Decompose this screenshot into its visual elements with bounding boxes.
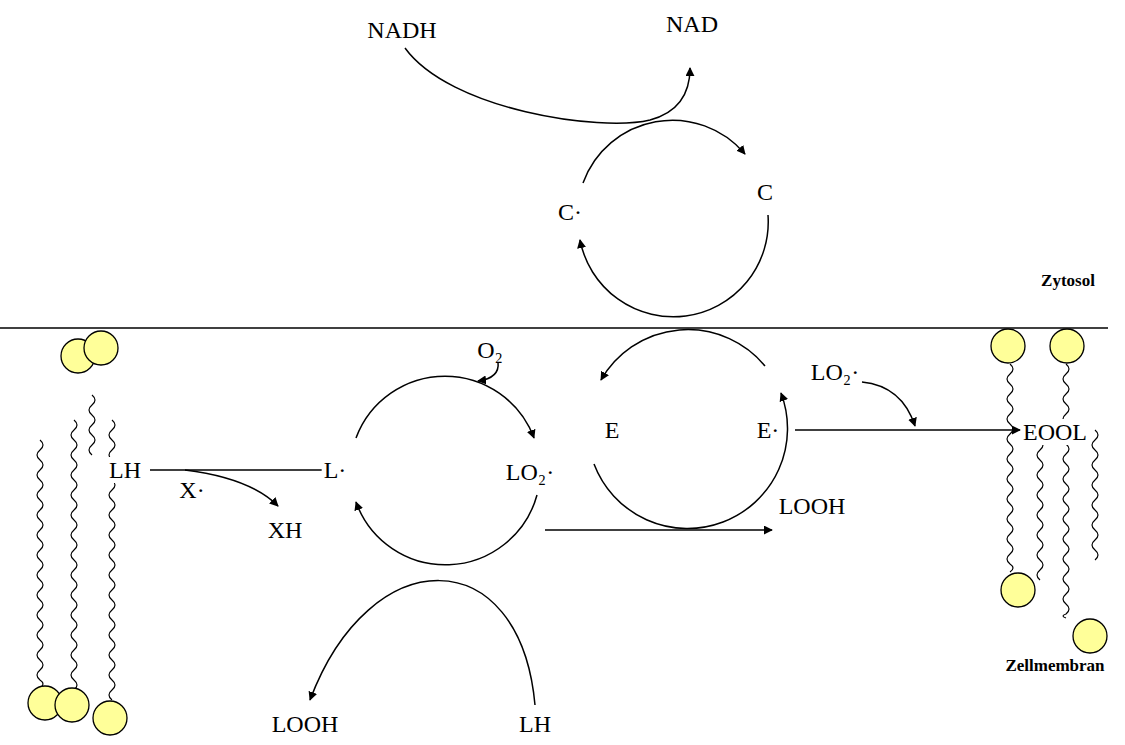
cycle-arc [594, 393, 788, 529]
species-label: O₂ [475, 337, 505, 363]
species-label: LOOH [270, 711, 341, 737]
region-label: Zellmembran [1003, 656, 1106, 675]
cycle-arc [601, 330, 765, 380]
species-label: E [603, 417, 622, 443]
lipid-tail [37, 440, 43, 688]
lipid-tail [89, 395, 95, 455]
species-label: LH [107, 457, 143, 483]
species-label: L· [322, 457, 349, 483]
species-label: LOOH [777, 493, 848, 519]
lipid-tail [1063, 364, 1069, 618]
species-label: NADH [365, 17, 438, 43]
lipid-tails [37, 364, 1098, 700]
reaction-arrow [545, 529, 772, 531]
reaction-curve [405, 48, 690, 123]
reaction-curve [478, 362, 498, 381]
lipid-heads [28, 329, 1107, 735]
species-label: EOOL [1021, 419, 1089, 445]
cycle-arc [356, 376, 534, 438]
species-label: C [755, 179, 775, 205]
species-label: LO₂· [504, 459, 556, 485]
membrane-boundary [0, 327, 1108, 329]
reaction-curve [862, 382, 915, 426]
reaction-arrow [150, 469, 335, 471]
species-label: LH [517, 711, 553, 737]
cycle-arc [356, 495, 537, 565]
reaction-curve [310, 581, 535, 705]
lipid-tail [71, 420, 77, 690]
species-label: NAD [664, 11, 720, 37]
species-label: X· [177, 477, 206, 503]
cycle-arc [580, 215, 768, 317]
lipid-tail [1092, 430, 1098, 560]
cycle-arc [583, 120, 745, 183]
reaction-arrow [795, 429, 1020, 431]
species-label: C· [556, 199, 584, 225]
region-label: Zytosol [1039, 271, 1097, 290]
species-label: XH [266, 517, 305, 543]
lipid-tail [1007, 364, 1013, 572]
species-label: E· [755, 417, 782, 443]
species-label: LO₂· [809, 359, 861, 385]
